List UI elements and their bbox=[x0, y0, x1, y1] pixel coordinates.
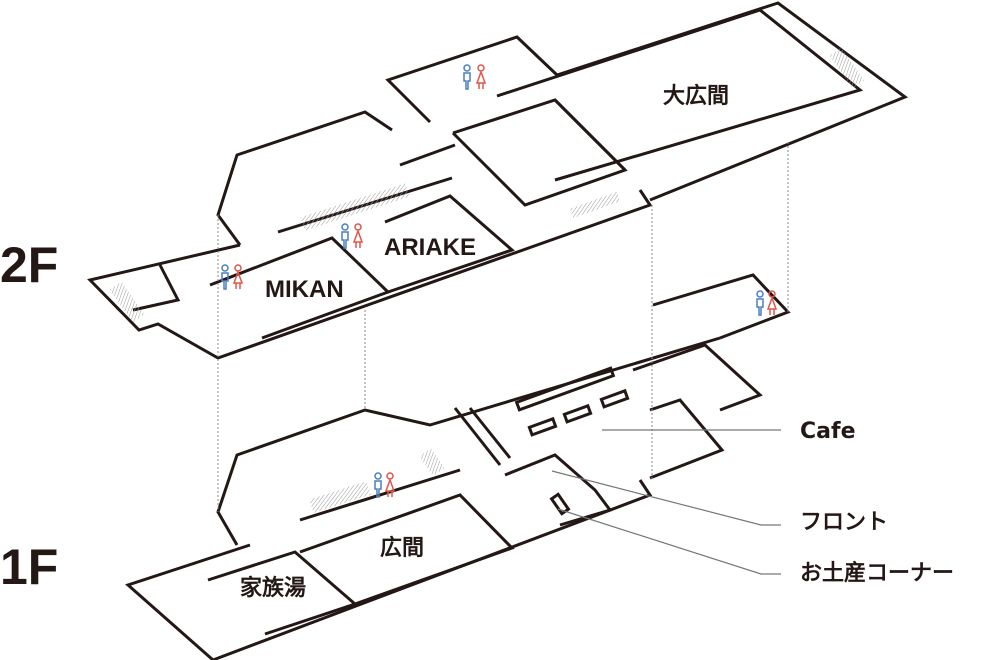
callout-cafe: Cafe bbox=[800, 419, 856, 444]
callout-souvenir: お土産コーナー bbox=[800, 561, 955, 586]
room-mikan bbox=[209, 236, 391, 340]
callout-front: フロント bbox=[800, 510, 889, 535]
room-daihiroma-inner bbox=[451, 98, 628, 207]
room-label-mikan: MIKAN bbox=[265, 276, 344, 303]
restroom-icon bbox=[221, 264, 244, 290]
room-daihiroma bbox=[556, 1, 909, 202]
floor-connector-lines bbox=[217, 142, 789, 512]
leader-front bbox=[551, 470, 781, 526]
restroom-icon bbox=[756, 290, 778, 316]
restroom-icon bbox=[463, 64, 487, 90]
room-label-kazokuyu: 家族湯 bbox=[240, 576, 307, 601]
room-cafe-east bbox=[632, 343, 763, 412]
outline-2f-outer bbox=[87, 189, 653, 360]
outline-1f-east bbox=[216, 336, 721, 546]
room-1f-restroom-wing bbox=[652, 273, 791, 340]
callout-leader-lines bbox=[551, 429, 781, 575]
restroom-icon bbox=[341, 223, 364, 249]
floor-2f-plan bbox=[87, 1, 909, 360]
restroom-icon bbox=[374, 472, 396, 498]
floor-1f-plan bbox=[125, 273, 791, 660]
corridor-2f-upper bbox=[496, 8, 864, 182]
room-label-daihiroma: 大広間 bbox=[663, 84, 730, 109]
outline-1f-outer bbox=[125, 479, 653, 660]
leader-souvenir bbox=[557, 508, 781, 575]
room-label-ariake: ARIAKE bbox=[384, 234, 477, 261]
room-label-hiroma: 広間 bbox=[380, 536, 425, 561]
room-restroom-2f-top bbox=[385, 35, 559, 124]
restroom-icons bbox=[221, 64, 778, 498]
room-1f-east-end bbox=[649, 398, 725, 480]
floor-label-1f: 1F bbox=[0, 539, 59, 595]
room-kazokuyu bbox=[207, 550, 358, 636]
room-ariake bbox=[384, 194, 515, 294]
floor-label-2f: 2F bbox=[0, 237, 59, 293]
room-2f-west-wing bbox=[216, 110, 393, 246]
